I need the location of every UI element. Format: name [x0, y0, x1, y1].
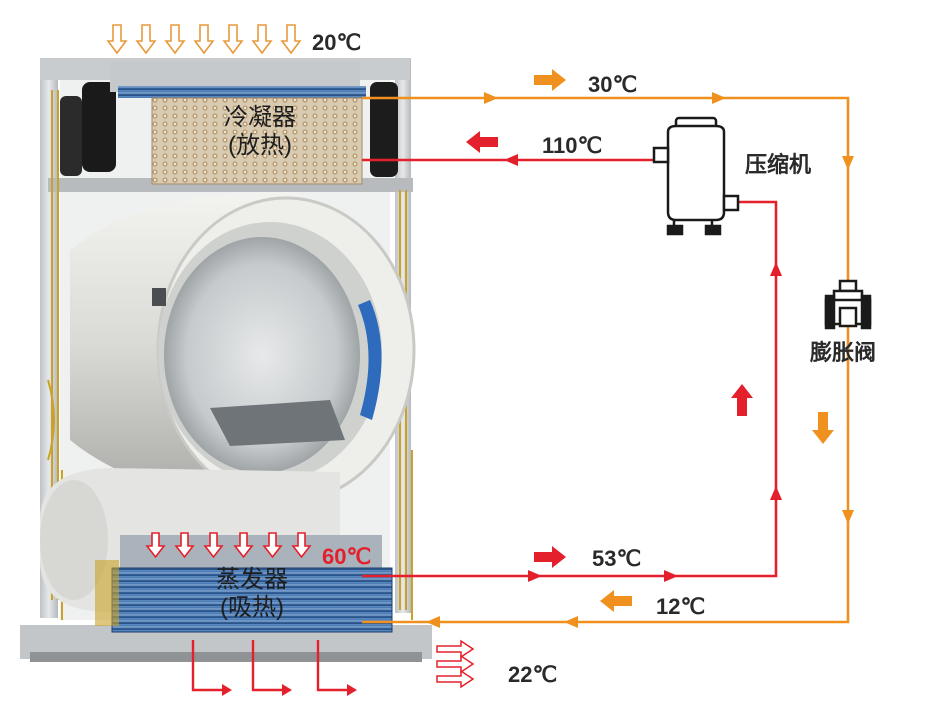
evaporator-name: 蒸发器 [216, 566, 288, 593]
air-inflow-arrows [106, 24, 302, 55]
condenser-unit [110, 62, 366, 185]
condenser-name: 冷凝器 [224, 104, 296, 131]
bottom-outflow-heads [222, 684, 357, 696]
temp-air-in-top: 20℃ [312, 30, 362, 55]
expansion-valve-label: 膨胀阀 [810, 340, 877, 365]
arrow-left-orange-bottom [600, 590, 632, 612]
flow-block-arrows [466, 69, 834, 612]
temp-compressor-out: 110℃ [542, 133, 603, 158]
arrow-right-red-bottom [534, 546, 566, 568]
evaporator-label: 蒸发器 (吸热) [192, 566, 312, 621]
temp-air-out-bottom: 22℃ [508, 662, 558, 687]
condenser-role: (放热) [228, 131, 292, 159]
arrow-left-red-top [466, 131, 498, 153]
bottom-outflow-arrows [191, 640, 347, 692]
evaporator-unit [95, 535, 393, 633]
cold-loop [362, 96, 850, 624]
arrow-up-red [731, 384, 753, 416]
drum [70, 192, 416, 504]
top-right-canister [370, 82, 398, 177]
arrow-right-orange-top [534, 69, 566, 91]
evaporator-inflow-arrows [145, 532, 312, 559]
hot-loop-heads [504, 154, 782, 582]
arrow-down-orange [812, 412, 834, 444]
cold-loop-heads [426, 92, 854, 628]
exhaust-arrows [436, 639, 475, 689]
compressor-icon [652, 116, 740, 236]
compressor-label: 压缩机 [745, 152, 812, 177]
expansion-valve-icon [824, 279, 872, 330]
temp-condenser-out: 30℃ [588, 72, 638, 97]
temp-evaporator-out: 53℃ [592, 546, 642, 571]
condenser-label: 冷凝器 (放热) [200, 104, 320, 159]
temp-evaporator-air-in: 60℃ [322, 544, 372, 569]
hot-loop [362, 158, 778, 578]
top-left-canisters [60, 82, 116, 176]
temp-valve-out: 12℃ [656, 594, 706, 619]
evaporator-role: (吸热) [220, 593, 284, 621]
